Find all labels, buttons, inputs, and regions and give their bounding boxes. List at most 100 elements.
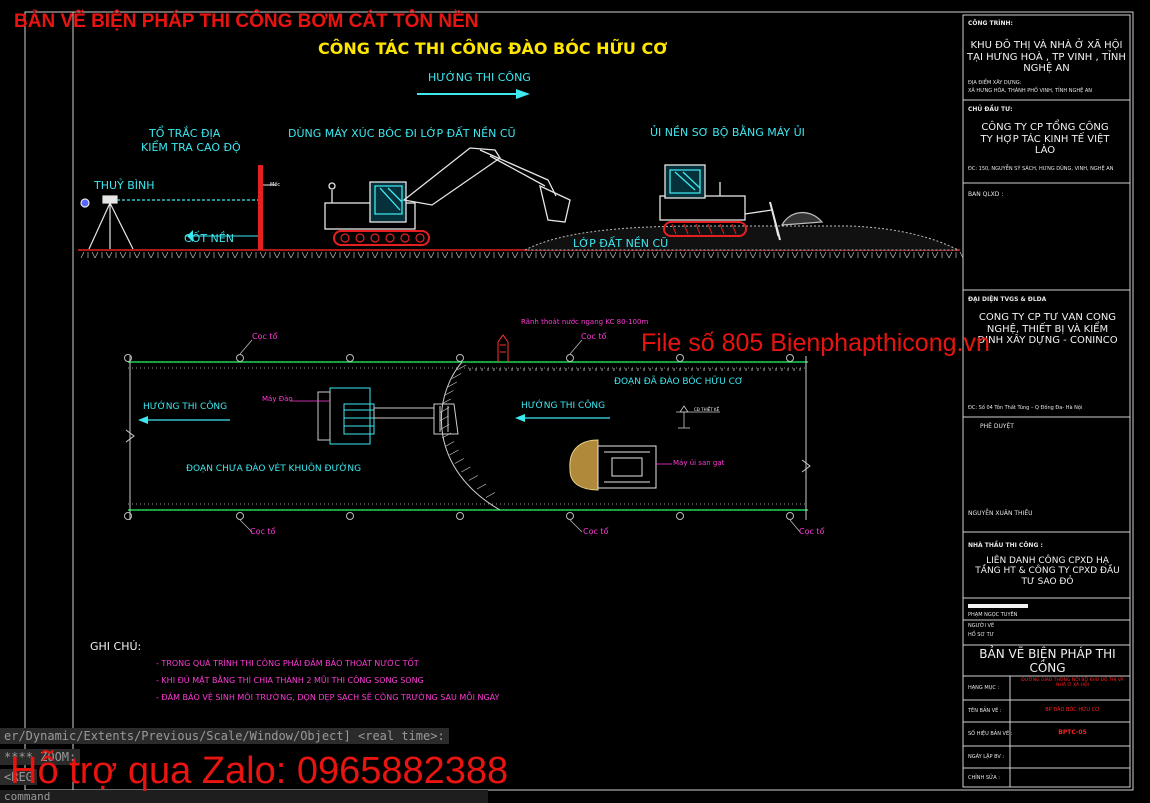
ground-hatch-mark — [94, 251, 110, 259]
stake-label-5: Cọc tổ — [799, 527, 825, 536]
ground-hatch-mark — [318, 251, 334, 259]
command-input[interactable]: command — [0, 790, 488, 803]
todo-zone-label: ĐOẠN CHƯA ĐÀO VÉT KHUÔN ĐƯỜNG — [186, 464, 362, 474]
tb-location-value: XÃ HƯNG HÒA, THÀNH PHỐ VINH, TỈNH NGHỆ A… — [968, 88, 1092, 94]
ground-hatch-mark — [654, 251, 670, 259]
ground-hatch-mark — [738, 251, 754, 259]
ground-level-label: CỐT NỀN — [184, 232, 234, 245]
ground-hatch-mark — [696, 251, 712, 259]
bulldozer-note: ỦI NỀN SƠ BỘ BẰNG MÁY ỦI — [650, 126, 805, 139]
cut-face-hatch-mark — [444, 441, 455, 447]
old-soil-mound — [524, 225, 959, 251]
tb-contractor-label: NHÀ THẦU THI CÔNG : — [968, 542, 1043, 549]
ground-hatch-mark — [934, 251, 950, 259]
tb-checked-by-label: HỒ SƠ TƯ — [968, 632, 994, 638]
ground-hatch-mark — [136, 251, 152, 259]
note-item-2: - KHI ĐỦ MẶT BẰNG THÌ CHIA THÀNH 2 MŨI T… — [156, 676, 424, 685]
tb-consultant-name: CÔNG TY CP TƯ VẤN CÔNG NGHỆ, THIẾT BỊ VÀ… — [977, 312, 1118, 346]
elevation-mark-label: CĐ THIẾT KẾ — [694, 407, 720, 412]
command-history-line-3: <REG — [0, 769, 37, 785]
staff-mark-label: Mốc — [270, 182, 281, 188]
ground-hatch — [80, 251, 964, 259]
stake-label-1: Cọc tổ — [252, 332, 278, 341]
ground-hatch-mark — [500, 251, 516, 259]
ground-hatch-mark — [514, 251, 530, 259]
tb-sheet-no-value: BPTC-05 — [1058, 729, 1087, 736]
excavator-plan — [317, 387, 459, 445]
ground-hatch-mark — [710, 251, 726, 259]
excavator-note: DÙNG MÁY XÚC BÓC ĐI LỚP ĐẤT NỀN CŨ — [288, 127, 516, 140]
command-history-line-1: er/Dynamic/Extents/Previous/Scale/Window… — [0, 728, 449, 744]
tb-drawn-by-label: NGƯỜI VẼ — [968, 623, 995, 629]
cut-face-hatch-mark — [468, 475, 478, 481]
level-label: THUỶ BÌNH — [94, 179, 155, 192]
plan-arrow-right-head — [515, 414, 525, 422]
tb-owner-label: CHỦ ĐẦU TƯ: — [968, 106, 1013, 113]
drawing-frame — [24, 11, 1134, 791]
ground-hatch-mark — [682, 251, 698, 259]
ground-hatch-mark — [556, 251, 572, 259]
ground-hatch-mark — [584, 251, 600, 259]
tb-drawing-title: BẢN VẼ BIỆN PHÁP THI CÔNG — [979, 647, 1116, 675]
tb-project-name: KHU ĐÔ THỊ VÀ NHÀ Ở XÃ HỘI TẠI HƯNG HOÀ … — [967, 40, 1126, 74]
ground-hatch-mark — [906, 251, 922, 259]
tb-sheet-name-value: BP ĐÀO BÓC HỮU CƠ — [1045, 707, 1100, 713]
ground-hatch-mark — [234, 251, 250, 259]
ground-hatch-mark — [332, 251, 348, 259]
ground-hatch-mark — [752, 251, 768, 259]
cut-face-hatch-mark — [439, 415, 449, 422]
ground-hatch-mark — [850, 251, 866, 259]
tb-ratio-label: CHỈNH SỬA : — [968, 775, 1000, 781]
old-soil-label: LỚP ĐẤT NỀN CŨ — [573, 237, 669, 250]
ground-hatch-mark — [780, 251, 796, 259]
tb-owner-name: CÔNG TY CP TỔNG CÔNG TY HỢP TÁC KINH TẾ … — [980, 122, 1110, 156]
ground-hatch-mark — [248, 251, 264, 259]
tb-location-label: ĐỊA ĐIỂM XÂY DỰNG: — [968, 80, 1022, 86]
ground-hatch-mark — [220, 251, 236, 259]
ground-hatch-mark — [948, 251, 964, 259]
ground-hatch-mark — [416, 251, 432, 259]
cut-face-hatch-mark — [444, 390, 454, 396]
cut-face-hatch-mark — [452, 373, 462, 379]
drain-label: Rãnh thoát nước ngang KC 80-100m — [521, 318, 649, 326]
cut-face-hatch-mark — [476, 483, 487, 490]
ground-hatch-mark — [542, 251, 558, 259]
ground-hatch-mark — [822, 251, 838, 259]
tb-owner-address: ĐC: 150, NGUYỄN SỸ SÁCH, HƯNG DŨNG, VINH… — [968, 166, 1114, 172]
stake-markers — [124, 354, 794, 520]
ground-hatch-mark — [402, 251, 418, 259]
ground-hatch-mark — [864, 251, 880, 259]
stake-label-4: Cọc tổ — [583, 527, 609, 536]
signature-bar — [968, 604, 1028, 608]
tb-sheet-no-label: SỐ HIỆU BẢN VẼ : — [968, 731, 1013, 737]
tb-project-label: CÔNG TRÌNH: — [968, 20, 1013, 27]
ground-hatch-mark — [668, 251, 684, 259]
ground-hatch-mark — [360, 251, 376, 259]
cut-face-hatch-mark — [449, 449, 459, 456]
tb-category-label: HẠNG MỤC : — [968, 685, 1000, 691]
cut-face-hatch-mark — [454, 458, 465, 464]
cut-face-arc — [440, 361, 501, 511]
title-block-frame — [962, 14, 1131, 788]
ground-hatch-mark — [206, 251, 222, 259]
ground-hatch-mark — [472, 251, 488, 259]
tb-date-label: NGÀY LẬP BV : — [968, 754, 1005, 760]
ground-hatch-mark — [430, 251, 446, 259]
transverse-drain — [497, 334, 509, 362]
tb-person-1: PHẠM NGỌC TUYÊN — [968, 612, 1018, 618]
level-instrument — [80, 195, 258, 250]
ground-hatch-mark — [612, 251, 628, 259]
plan-direction-left: HƯỚNG THI CÔNG — [143, 402, 228, 412]
ground-hatch-mark — [458, 251, 474, 259]
ground-hatch-mark — [178, 251, 194, 259]
file-banner: File số 805 Bienphapthicong.vn — [641, 329, 990, 357]
ground-hatch-mark — [150, 251, 166, 259]
ground-hatch-mark — [304, 251, 320, 259]
design-elevation-symbol — [676, 405, 720, 429]
tb-category-value: ĐƯỜNG GIAO THÔNG NỘI BỘ KHU ĐÔ THỊ VÀ NH… — [1021, 678, 1124, 689]
ground-hatch-mark — [164, 251, 180, 259]
ground-hatch-mark — [528, 251, 544, 259]
bulldozer-plan — [569, 439, 657, 491]
ground-hatch-mark — [920, 251, 936, 259]
